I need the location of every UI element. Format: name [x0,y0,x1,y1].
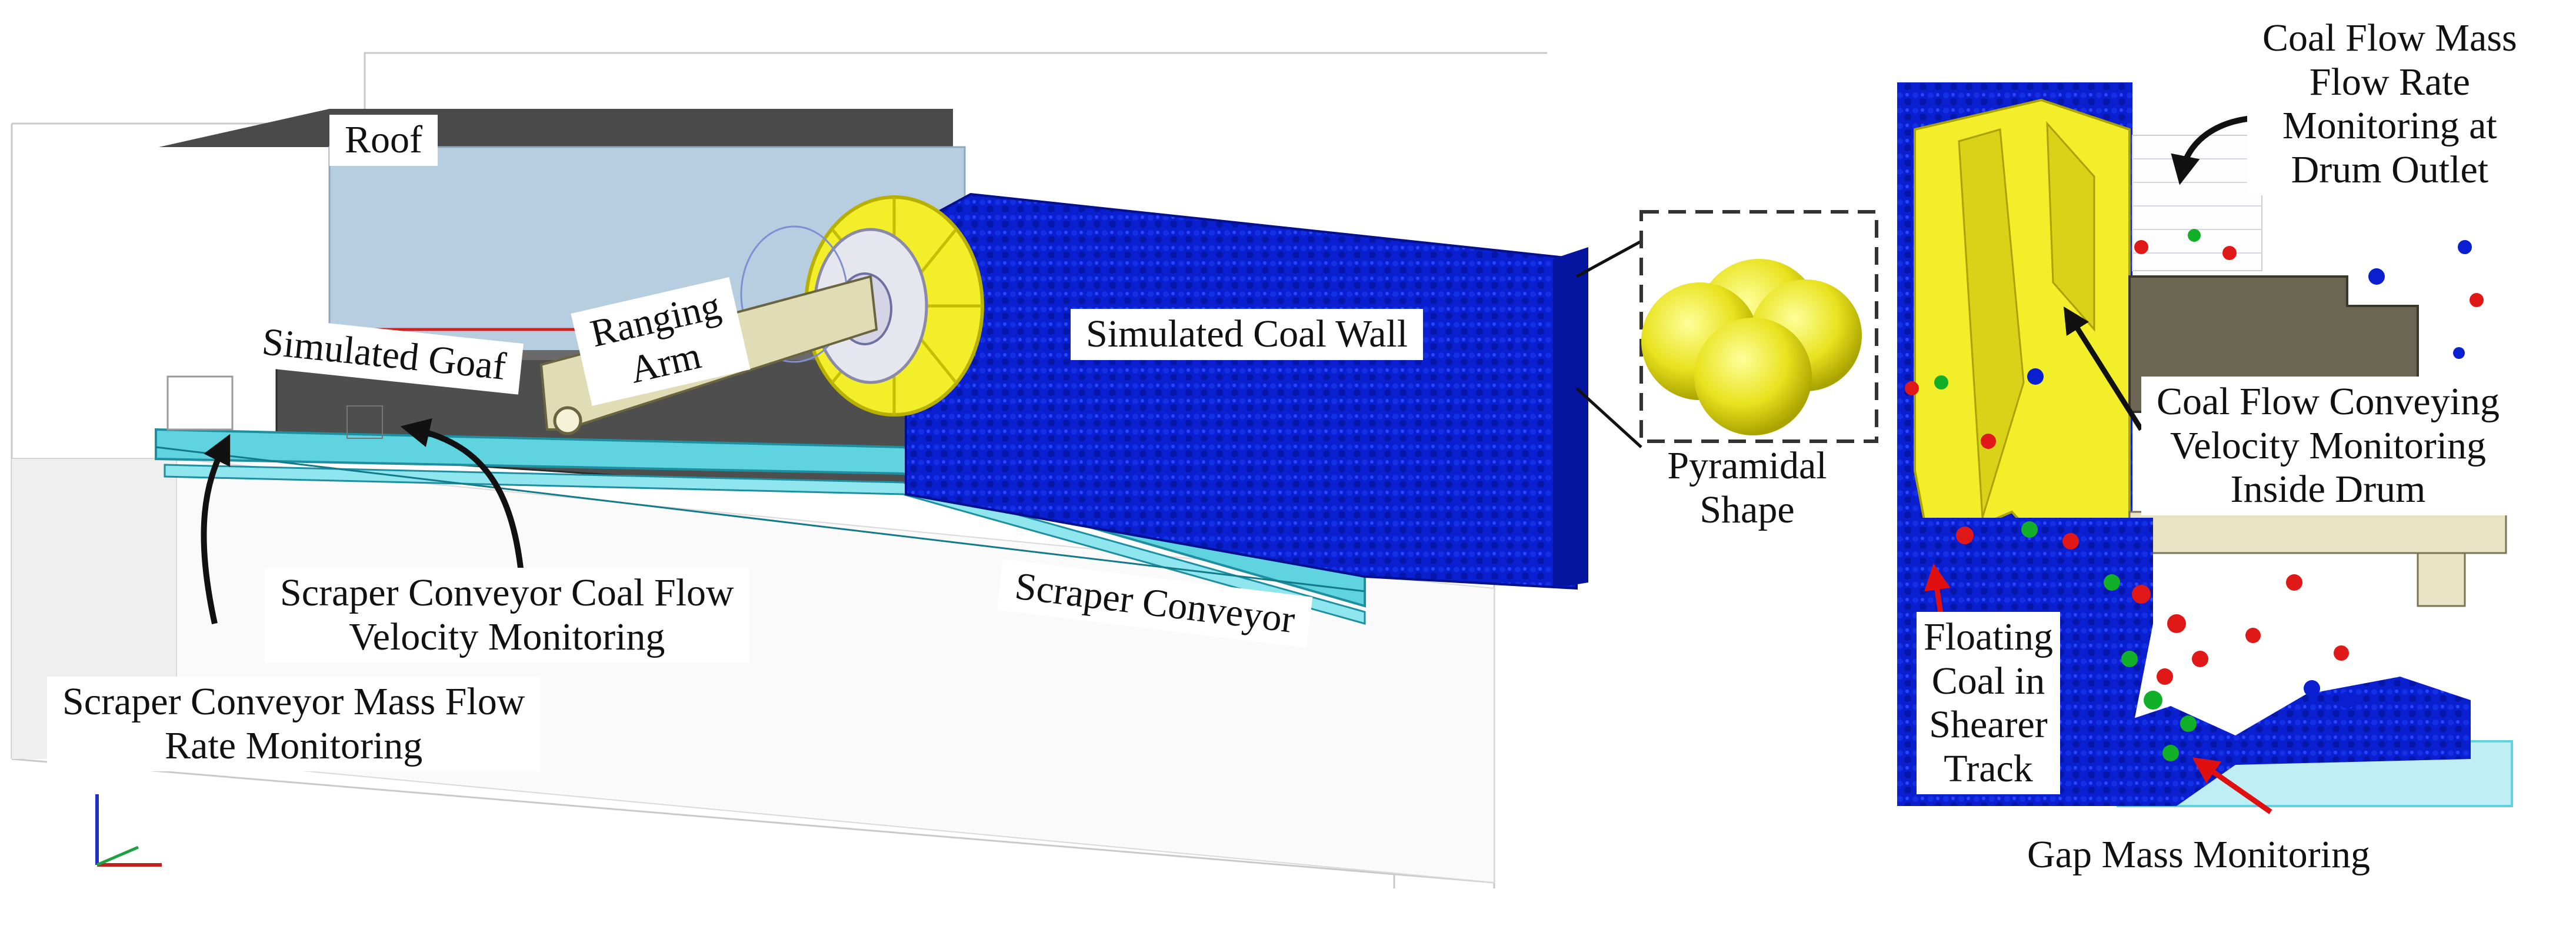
scraper-velocity-line-1: Scraper Conveyor Coal Flow [280,571,734,614]
drum-velocity-line-2: Velocity Monitoring [2170,424,2487,467]
floating-coal-line-3: Shearer [1929,703,2048,747]
arm-pivot [553,406,582,435]
pyramidal-shape-label: Pyramidal Shape [1647,444,1847,532]
roof-top-plate [159,109,953,147]
floating-coal-line-1: Floating [1924,615,2054,658]
drum-velocity-line-3: Inside Drum [2230,468,2426,511]
pyramidal-line-2: Shape [1699,488,1795,531]
drum-outlet-line-1: Coal Flow Mass [2262,16,2517,59]
particles-green [1934,229,2201,761]
velocity-monitor-box [346,405,383,439]
scraper-velocity-label: Scraper Conveyor Coal Flow Velocity Moni… [265,568,749,663]
drum-velocity-label: Coal Flow Conveying Velocity Monitoring … [2141,377,2515,515]
goaf-velocity-arrow [400,418,526,601]
particles-blue [2027,240,2472,708]
gap-mass-arrow [2192,757,2272,814]
scraper-velocity-line-2: Velocity Monitoring [349,615,665,658]
mass-flow-arrow [201,434,231,625]
pyramidal-line-1: Pyramidal [1667,444,1827,487]
coal-wall-side [1553,247,1588,588]
drum-inner-slot-2 [2046,121,2095,332]
coal-wall [905,192,1578,590]
gap-mass-label: Gap Mass Monitoring [2012,830,2385,881]
drum-inner-slot [1958,128,2025,518]
pyramidal-leader-top [1575,239,1642,278]
mass-flow-monitor-box [166,375,234,431]
simulated-coal-wall-label: Simulated Coal Wall [1071,309,1424,360]
drum-outlet-label: Coal Flow Mass Flow Rate Monitoring at D… [2247,13,2532,196]
drum-outlet-line-2: Flow Rate [2309,60,2470,104]
drum-outlet-grid [2132,135,2262,271]
drum-section-yellow [1914,98,2131,578]
floating-coal-label: Floating Coal in Shearer Track [1917,612,2061,795]
shearer-leg [2417,552,2466,607]
pyramidal-leader [1575,387,1642,448]
floating-coal-line-2: Coal in [1931,659,2045,702]
shearer-floor-plate [2128,511,2507,554]
drum-velocity-line-1: Coal Flow Conveying [2157,380,2500,423]
drum-outlet-line-4: Drum Outlet [2291,148,2489,191]
left-scene [11,52,1642,888]
scraper-mass-line-2: Rate Monitoring [165,724,423,767]
pyramidal-shape-inset [1639,210,1878,443]
axis-gizmo [95,794,162,867]
floating-coal-arrow [1924,563,1951,618]
particles-red [1905,164,2484,685]
floating-coal-line-4: Track [1944,747,2033,790]
scraper-mass-label: Scraper Conveyor Mass Flow Rate Monitori… [47,677,541,772]
scraper-mass-line-1: Scraper Conveyor Mass Flow [62,680,525,723]
roof-label: Roof [329,115,438,166]
drum-outlet-line-3: Monitoring at [2282,104,2497,148]
drum-velocity-arrow [2063,306,2144,431]
